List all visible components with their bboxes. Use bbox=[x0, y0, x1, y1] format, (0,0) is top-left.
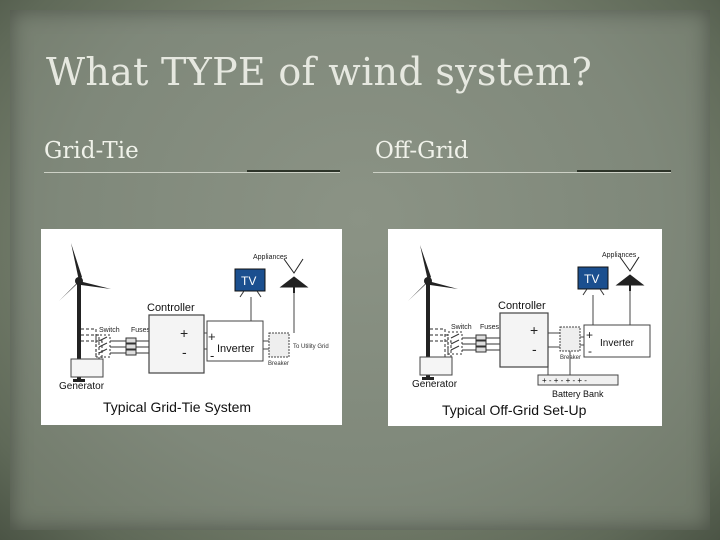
utility-grid-label: To Utility Grid bbox=[293, 344, 329, 350]
wind-turbine-icon bbox=[408, 245, 458, 380]
controller-minus: - bbox=[532, 341, 537, 357]
inverter-label: Inverter bbox=[217, 343, 255, 355]
off-grid-heading: Off-Grid bbox=[375, 138, 469, 164]
off-grid-rule bbox=[373, 172, 671, 173]
tv-icon: TV bbox=[234, 268, 266, 298]
grid-tie-rule bbox=[44, 172, 340, 173]
off-grid-rule-accent bbox=[577, 170, 671, 172]
inverter-minus: - bbox=[210, 348, 214, 363]
breaker-box bbox=[268, 332, 290, 358]
controller-plus: + bbox=[180, 325, 188, 341]
controller-plus: + bbox=[530, 322, 538, 338]
fuses-icon bbox=[462, 334, 500, 353]
breaker-label: Breaker bbox=[560, 355, 581, 361]
inverter-label: Inverter bbox=[600, 338, 635, 349]
generator-box bbox=[70, 358, 104, 378]
inverter-minus: - bbox=[588, 344, 592, 358]
controller-minus: - bbox=[182, 344, 187, 360]
battery-bank-box bbox=[537, 374, 619, 386]
generator-label: Generator bbox=[412, 379, 458, 390]
switch-icon bbox=[95, 334, 111, 358]
grid-tie-heading: Grid-Tie bbox=[44, 138, 139, 164]
controller-label: Controller bbox=[498, 300, 546, 312]
generator-label: Generator bbox=[59, 381, 105, 392]
breaker-label: Breaker bbox=[268, 361, 289, 367]
appliances-label: Appliances bbox=[602, 252, 637, 259]
inverter-plus: + bbox=[586, 328, 593, 342]
fuses-label: Fuses bbox=[131, 327, 151, 334]
inverter-box bbox=[206, 320, 264, 362]
switch-label: Switch bbox=[99, 327, 120, 334]
lamp-icon bbox=[279, 258, 309, 293]
off-grid-diagram: Switch Fuses Controller + - Breaker + - … bbox=[388, 229, 662, 426]
breaker-box bbox=[559, 326, 581, 352]
lamp-icon bbox=[615, 256, 645, 291]
tv-label: TV bbox=[584, 272, 599, 286]
controller-box bbox=[499, 312, 549, 368]
off-grid-caption: Typical Off-Grid Set-Up bbox=[442, 402, 587, 418]
controller-label: Controller bbox=[147, 302, 195, 314]
inverter-box bbox=[583, 324, 651, 358]
fuses-icon bbox=[110, 337, 149, 356]
wind-turbine-icon bbox=[59, 243, 111, 382]
generator-box bbox=[419, 356, 453, 376]
battery-terminals: + - + - + - + - bbox=[542, 376, 587, 385]
slide-title: What TYPE of wind system? bbox=[46, 50, 593, 94]
battery-bank-label: Battery Bank bbox=[552, 389, 604, 399]
switch-label: Switch bbox=[451, 324, 472, 331]
grid-tie-rule-accent bbox=[247, 170, 340, 172]
controller-box bbox=[148, 314, 205, 374]
grid-tie-diagram: Switch Fuses Controller + - + - Inverter… bbox=[41, 229, 342, 425]
inverter-plus: + bbox=[208, 329, 216, 344]
fuses-label: Fuses bbox=[480, 324, 500, 331]
switch-icon bbox=[447, 331, 463, 355]
grid-tie-caption: Typical Grid-Tie System bbox=[103, 399, 251, 415]
tv-label: TV bbox=[241, 274, 256, 288]
tv-icon: TV bbox=[577, 266, 609, 296]
appliances-label: Appliances bbox=[253, 254, 288, 261]
